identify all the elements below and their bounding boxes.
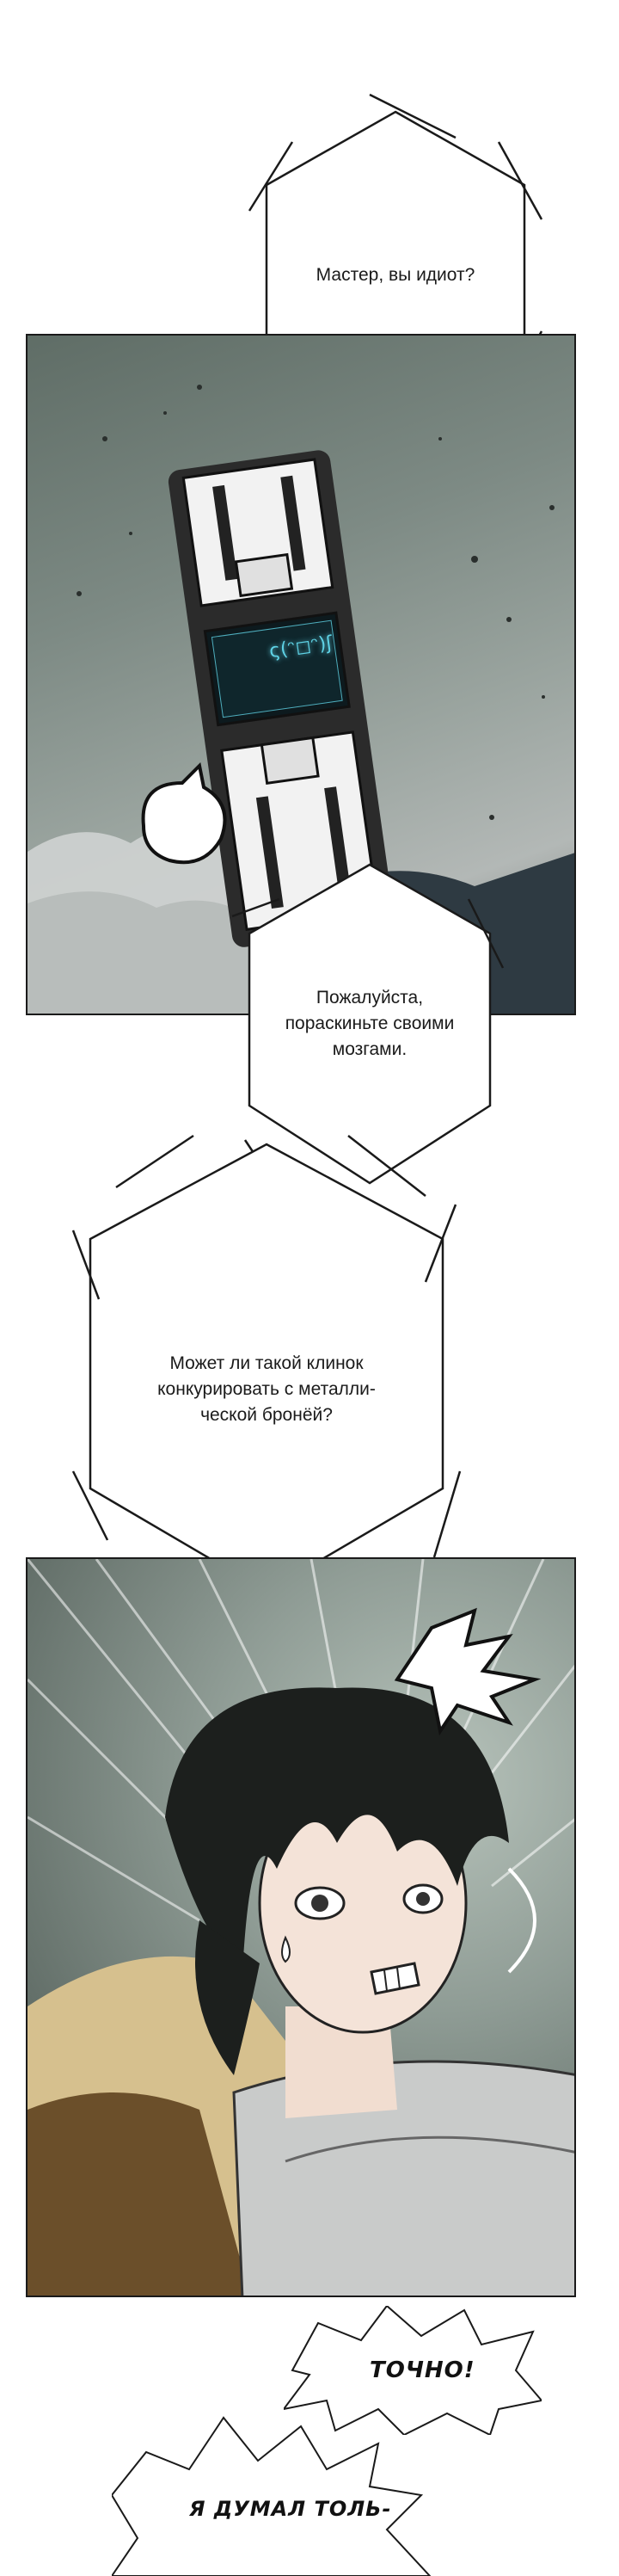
hexagon-bubble-frame <box>231 863 505 1192</box>
shock-burst-icon <box>394 1607 542 1736</box>
shout-bubble-2: Я ДУМАЛ ТОЛЬ- <box>112 2400 438 2576</box>
bubble-3-line-3: ческой бронёй? <box>200 1405 333 1425</box>
speech-bubble-2: Пожалуйста, пораскиньте своими мозгами. <box>228 847 512 1209</box>
panel-bracelet: ς(ᵔ◻ᵔ)ʃ <box>26 334 576 1015</box>
shout-text-2: Я ДУМАЛ ТОЛЬ- <box>189 2497 392 2521</box>
character-scene <box>28 1559 574 2296</box>
shout-text-1: ТОЧНО! <box>370 2357 475 2383</box>
panel-character <box>26 1557 576 2297</box>
bubble-2-line-2: пораскиньте своими <box>285 1014 455 1033</box>
bubble-2-line-3: мозгами. <box>332 1039 408 1059</box>
bubble-3-line-1: Может ли такой клинок <box>169 1353 364 1373</box>
spiky-bubble-frame <box>112 2416 432 2576</box>
bubble-1-text: Мастер, вы идиот? <box>316 265 475 285</box>
shout-bubble-1: ТОЧНО! <box>284 2306 542 2435</box>
bubble-2-line-1: Пожалуйста, <box>316 988 424 1008</box>
spiky-bubble-frame <box>284 2306 542 2435</box>
exclaim-bubble-icon <box>141 761 227 865</box>
speech-bubble-3: Может ли такой клинок конкурировать с ме… <box>64 1110 469 1626</box>
bubble-3-line-2: конкурировать с металли- <box>157 1379 376 1399</box>
